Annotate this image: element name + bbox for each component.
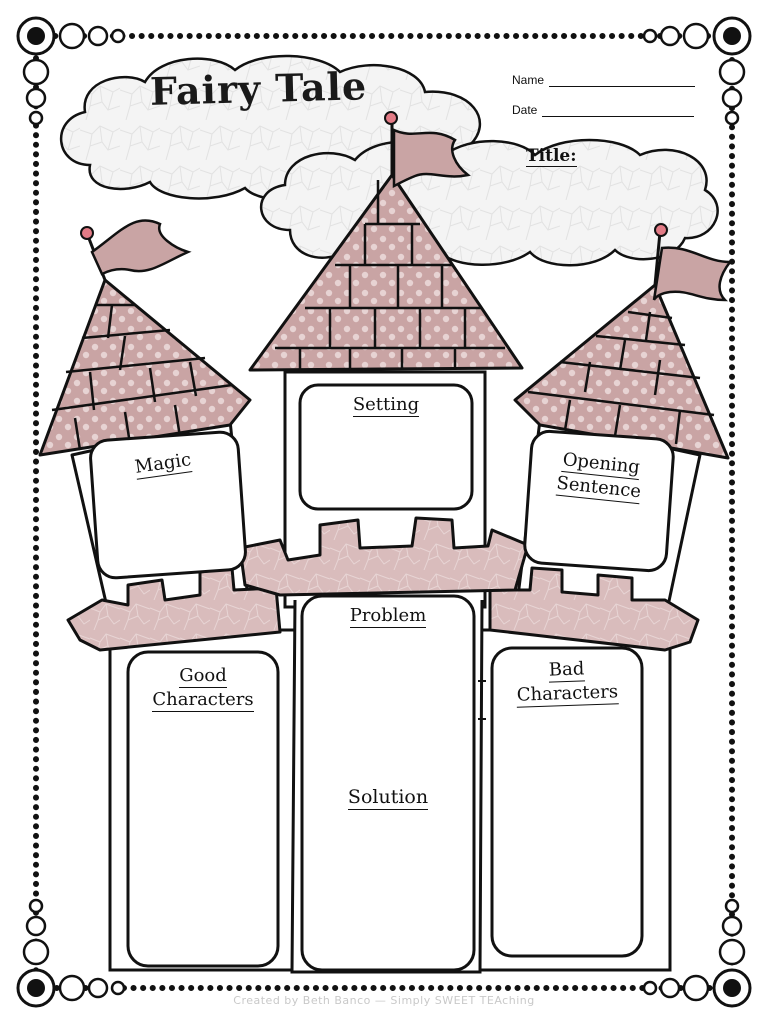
good-characters-box[interactable]	[126, 650, 280, 968]
solution-label: Solution	[347, 786, 429, 810]
name-label: Name	[512, 73, 545, 87]
date-line[interactable]	[542, 105, 695, 117]
story-title-label: Title:	[526, 146, 577, 167]
cloud-right	[259, 138, 719, 267]
problem-label: Problem	[349, 605, 427, 628]
magic-box[interactable]	[89, 430, 247, 580]
page-border	[16, 16, 752, 1008]
name-line[interactable]	[549, 75, 696, 87]
date-label: Date	[512, 103, 538, 117]
good-characters-label: Good Characters	[152, 665, 254, 712]
name-field[interactable]: Name	[512, 73, 696, 87]
worksheet-title: Fairy Tale	[149, 63, 368, 114]
date-field[interactable]: Date	[512, 103, 695, 117]
problem-solution-box[interactable]	[300, 594, 476, 972]
setting-label: Setting	[352, 394, 420, 417]
bad-characters-label: Bad Characters	[516, 658, 619, 708]
credit-line: Created by Beth Banco — Simply SWEET TEA…	[233, 994, 535, 1007]
bad-characters-box[interactable]	[490, 646, 644, 958]
setting-box[interactable]	[298, 383, 474, 511]
opening-sentence-box[interactable]	[523, 429, 675, 573]
